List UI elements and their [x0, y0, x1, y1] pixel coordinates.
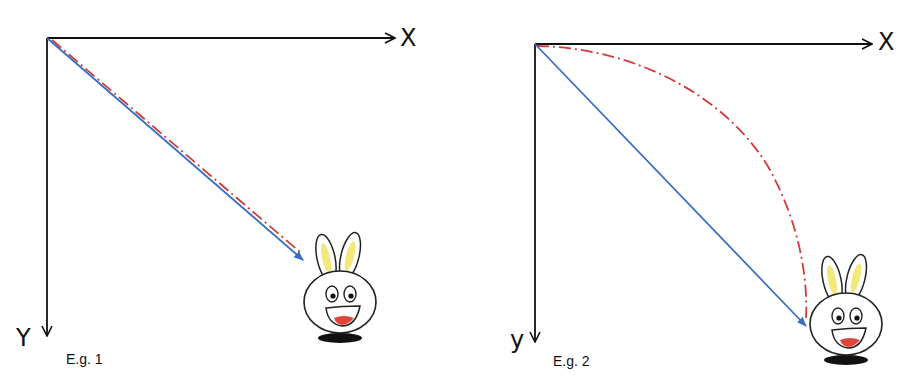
axis-label: X [878, 30, 894, 54]
axis-label: y [510, 328, 524, 352]
dash-dot-path [52, 40, 300, 252]
straight-arrow [535, 44, 806, 326]
example-label: E.g. 1 [66, 352, 103, 366]
bunny-figure [304, 231, 376, 343]
dash-dot-path [537, 46, 806, 318]
example-label: E.g. 2 [553, 354, 590, 368]
bunny-figure [810, 253, 882, 365]
straight-arrow [47, 38, 303, 260]
axis-label: X [400, 26, 416, 50]
axes [535, 44, 872, 342]
axis-label: Y [16, 326, 31, 350]
